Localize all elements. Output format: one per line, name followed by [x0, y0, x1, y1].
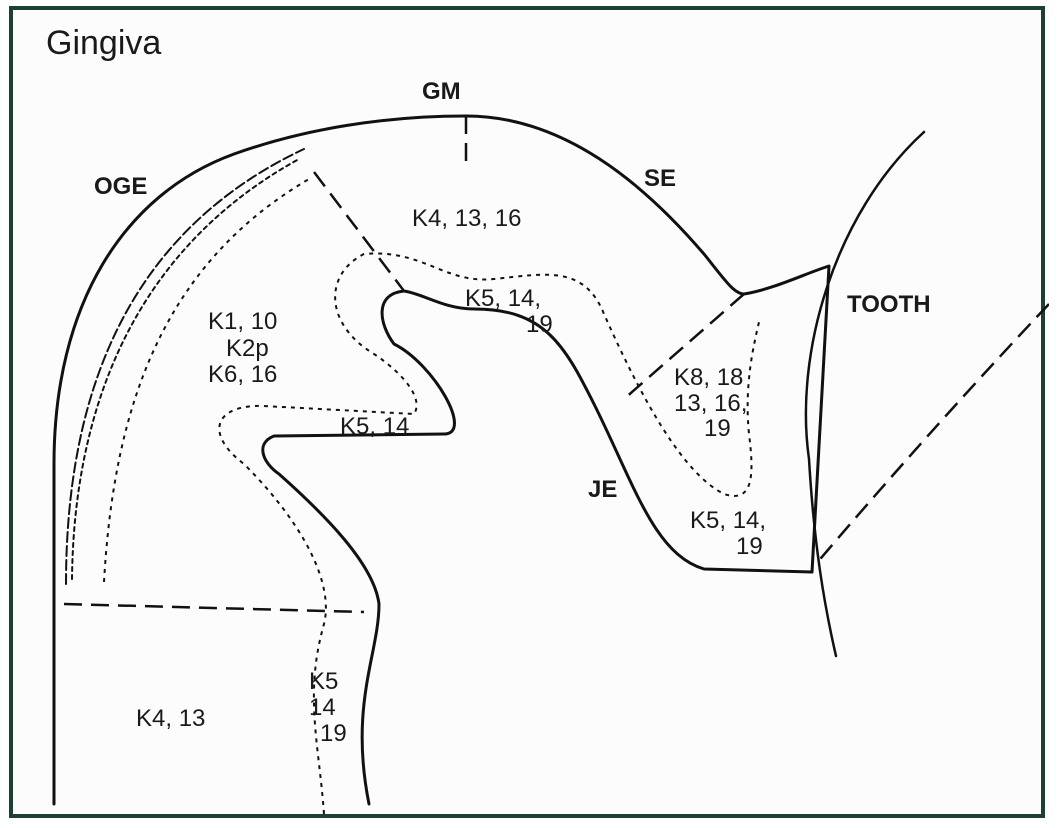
- keratin-label-left-2: K2p: [226, 335, 269, 362]
- keratin-label-left-3: K6, 16: [208, 361, 277, 388]
- keratin-label-right-inner-2: 13, 16,: [674, 390, 747, 417]
- oge-inner-outline-2: [71, 158, 300, 580]
- diagram-canvas: Gingiva GM OGE SE TOOTH JE K4, 13, 16 K5…: [46, 24, 1049, 815]
- oge-bottom-divider: [63, 602, 365, 614]
- oge-top-divider: [313, 171, 405, 292]
- gingiva-diagram: Gingiva GM OGE SE TOOTH JE K4, 13, 16 K5…: [9, 6, 1049, 818]
- diagram-title: Gingiva: [46, 24, 161, 62]
- keratin-label-right-bottom-2: 19: [736, 533, 763, 560]
- keratin-label-right-inner-1: K8, 18: [674, 364, 743, 391]
- region-label-tooth: TOOTH: [847, 291, 931, 318]
- tooth-dashed-outline: [815, 303, 1049, 565]
- keratin-label-bottom-mid-3: 19: [320, 720, 347, 747]
- oge-dotted-line: [103, 178, 310, 583]
- region-label-gm: GM: [422, 78, 461, 105]
- keratin-label-right-bottom-1: K5, 14,: [690, 507, 766, 534]
- outer-epithelium-outline: [52, 114, 831, 806]
- connective-tissue-boundary: [218, 252, 760, 815]
- keratin-label-mid-top-2: 19: [526, 311, 553, 338]
- keratin-label-bottom-mid-2: 14: [309, 694, 336, 721]
- keratin-label-mid-left: K5, 14: [340, 413, 409, 440]
- oge-inner-outline: [65, 148, 305, 585]
- keratin-label-left-1: K1, 10: [208, 308, 277, 335]
- keratin-label-top: K4, 13, 16: [412, 205, 521, 232]
- keratin-label-right-inner-3: 19: [704, 415, 731, 442]
- region-label-se: SE: [644, 165, 676, 192]
- keratin-label-bottom-mid-1: K5: [309, 668, 338, 695]
- region-label-je: JE: [588, 476, 617, 503]
- keratin-label-mid-top-1: K5, 14,: [465, 285, 541, 312]
- tooth-outline: [804, 130, 926, 658]
- keratin-label-bottom-left: K4, 13: [136, 705, 205, 732]
- region-label-oge: OGE: [94, 173, 147, 200]
